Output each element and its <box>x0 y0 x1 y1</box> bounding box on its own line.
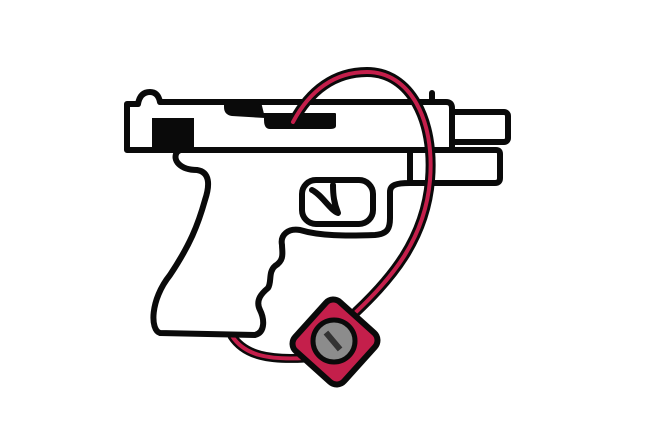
pistol-frame-rail <box>397 147 503 186</box>
cable-lock <box>288 66 436 388</box>
slide-serrations <box>152 118 194 148</box>
pistol-grip <box>150 147 413 338</box>
cable-back <box>227 331 310 363</box>
pistol-trigger <box>309 182 341 216</box>
keyhole-icon <box>310 317 358 365</box>
pistol-barrel <box>443 109 511 145</box>
pistol <box>124 89 511 338</box>
slide-ejection-port <box>224 101 336 129</box>
